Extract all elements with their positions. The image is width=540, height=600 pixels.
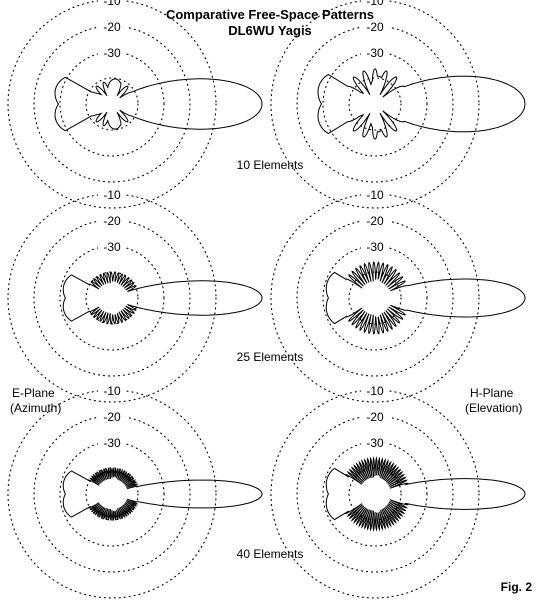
ring-label: -20 — [366, 410, 384, 424]
grid-ring — [59, 245, 165, 351]
ring-label: -30 — [103, 240, 121, 254]
ring-label-bg — [361, 20, 389, 33]
grid-ring — [33, 25, 191, 183]
h-plane-label: H-Plane — [470, 386, 514, 400]
plots-group: -10-20-30-10-20-30-10-20-30-10-20-30-10-… — [7, 0, 526, 599]
grid-ring — [322, 441, 428, 547]
ring-label-bg — [361, 384, 389, 397]
ring-label-bg — [98, 214, 126, 227]
e-plane-sub: (Azimuth) — [10, 401, 62, 415]
ring-label: -20 — [366, 214, 384, 228]
grid-ring — [322, 51, 428, 157]
pattern-trace — [62, 271, 263, 325]
polar-plot-e-40: -10 -20 -30 — [7, 384, 263, 599]
pattern-trace — [325, 261, 526, 335]
polar-plot-h-25: -10 -20 -30 — [270, 188, 526, 403]
ring-label-bg — [98, 410, 126, 423]
ring-label: -20 — [103, 214, 121, 228]
polar-plot-h-40: -10 -20 -30 — [270, 384, 526, 599]
ring-label: -20 — [103, 20, 121, 34]
ring-label-bg — [98, 20, 126, 33]
ring-label: -30 — [366, 46, 384, 60]
pattern-trace — [54, 76, 263, 132]
ring-label-bg — [361, 214, 389, 227]
grid-ring — [322, 245, 428, 351]
grid-ring — [33, 219, 191, 377]
grid-ring — [270, 0, 480, 209]
grid-ring — [33, 415, 191, 573]
ring-label: -30 — [103, 46, 121, 60]
grid-ring — [296, 219, 454, 377]
polar-plot-h-10: -10 -20 -30 — [270, 0, 526, 209]
ring-label-bg — [361, 46, 389, 59]
fig-label: Fig. 2 — [500, 580, 532, 594]
grid-ring — [59, 441, 165, 547]
ring-label: -30 — [366, 240, 384, 254]
h-plane-sub: (Elevation) — [465, 401, 523, 415]
ring-label: -10 — [366, 188, 384, 202]
pattern-trace — [317, 68, 526, 140]
pattern-trace — [325, 456, 526, 532]
ring-label-bg — [98, 188, 126, 201]
ring-label-bg — [98, 240, 126, 253]
ring-label: -20 — [366, 20, 384, 34]
ring-label-bg — [98, 0, 126, 7]
ring-label-bg — [361, 410, 389, 423]
ring-label: -10 — [103, 188, 121, 202]
grid-ring — [85, 77, 139, 131]
ring-label-bg — [98, 436, 126, 449]
polar-plot-e-10: -10 -20 -30 — [7, 0, 263, 209]
row-label-25: 25 Elements — [236, 350, 304, 364]
ring-label: -10 — [103, 384, 121, 398]
ring-label: -10 — [366, 384, 384, 398]
figure-title: Comparative Free-Space Patterns — [165, 7, 375, 22]
ring-label: -30 — [366, 436, 384, 450]
ring-label-bg — [361, 240, 389, 253]
grid-ring — [348, 77, 402, 131]
ring-label-bg — [361, 188, 389, 201]
ring-label: -20 — [103, 410, 121, 424]
grid-ring — [296, 415, 454, 573]
grid-ring — [85, 271, 139, 325]
row-label-40: 40 Elements — [236, 547, 304, 561]
ring-label-bg — [361, 0, 389, 7]
ring-label-bg — [98, 384, 126, 397]
ring-label-bg — [98, 46, 126, 59]
grid-ring — [296, 25, 454, 183]
ring-label: -10 — [366, 0, 384, 8]
grid-ring — [7, 0, 217, 209]
polar-plot-e-25: -10 -20 -30 — [7, 188, 263, 403]
ring-label-bg — [361, 436, 389, 449]
grid-ring — [59, 51, 165, 157]
ring-label: -10 — [103, 0, 121, 8]
e-plane-label: E-Plane — [12, 386, 55, 400]
ring-label: -30 — [103, 436, 121, 450]
figure-subtitle: DL6WU Yagis — [228, 23, 312, 38]
pattern-trace — [62, 467, 263, 521]
row-label-10: 10 Elements — [236, 158, 304, 172]
grid-ring — [85, 467, 139, 521]
